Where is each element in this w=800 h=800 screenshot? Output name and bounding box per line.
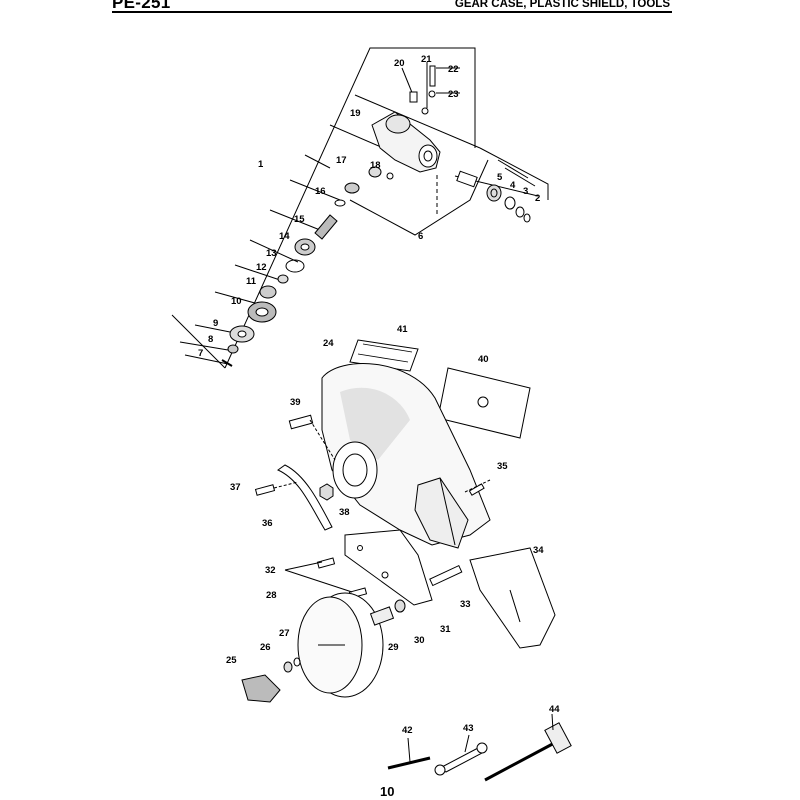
part-number: 30 bbox=[414, 635, 425, 646]
part-number: 37 bbox=[230, 482, 241, 493]
part-number: 19 bbox=[350, 108, 361, 119]
part-number: 10 bbox=[231, 296, 242, 307]
part-number: 16 bbox=[315, 186, 326, 197]
part-number: 13 bbox=[266, 248, 277, 259]
plastic-shield-assembly bbox=[241, 339, 556, 703]
part-number: 20 bbox=[394, 58, 405, 69]
part-number: 25 bbox=[226, 655, 237, 666]
part-number: 18 bbox=[370, 160, 381, 171]
part-number: 29 bbox=[388, 642, 399, 653]
part-number: 40 bbox=[478, 354, 489, 365]
part-number: 38 bbox=[339, 507, 350, 518]
part-number: 39 bbox=[290, 397, 301, 408]
tools bbox=[387, 713, 572, 782]
gear-case-assembly bbox=[171, 47, 549, 369]
part-number: 21 bbox=[421, 54, 432, 65]
part-number: 22 bbox=[448, 64, 459, 75]
part-number: 27 bbox=[279, 628, 290, 639]
part-number: 32 bbox=[265, 565, 276, 576]
part-number: 24 bbox=[323, 338, 334, 349]
part-number: 1 bbox=[258, 159, 264, 170]
part-number: 36 bbox=[262, 518, 273, 529]
part-number: 4 bbox=[510, 180, 516, 191]
part-number: 6 bbox=[418, 231, 423, 242]
part-number: 34 bbox=[533, 545, 544, 556]
section-title: GEAR CASE, PLASTIC SHIELD, TOOLS bbox=[454, 0, 670, 10]
part-number: 5 bbox=[497, 172, 503, 183]
part-number: 35 bbox=[497, 461, 508, 472]
part-number: 43 bbox=[463, 723, 474, 734]
part-number: 12 bbox=[256, 262, 267, 273]
header-rule bbox=[112, 11, 672, 13]
part-number: 42 bbox=[402, 725, 413, 736]
part-number: 9 bbox=[213, 318, 218, 329]
callout-labels: 1 2 3 4 5 6 7 8 9 10 11 12 13 14 15 16 1… bbox=[198, 54, 560, 736]
part-number: 41 bbox=[397, 324, 408, 335]
part-number: 7 bbox=[198, 348, 203, 359]
part-number: 11 bbox=[246, 276, 257, 287]
page-number: 10 bbox=[380, 784, 395, 799]
part-number: 26 bbox=[260, 642, 271, 653]
part-number: 2 bbox=[535, 193, 540, 204]
gear-case bbox=[371, 111, 441, 173]
part-number: 31 bbox=[440, 624, 451, 635]
part-number: 15 bbox=[294, 214, 305, 225]
part-number: 33 bbox=[460, 599, 471, 610]
part-number: 28 bbox=[266, 590, 277, 601]
part-number: 8 bbox=[208, 334, 213, 345]
model-number: PE-251 bbox=[112, 0, 171, 12]
part-number: 3 bbox=[523, 186, 528, 197]
part-number: 23 bbox=[448, 89, 459, 100]
part-number: 14 bbox=[279, 231, 290, 242]
part-number: 17 bbox=[336, 155, 347, 166]
part-number: 44 bbox=[549, 704, 560, 715]
